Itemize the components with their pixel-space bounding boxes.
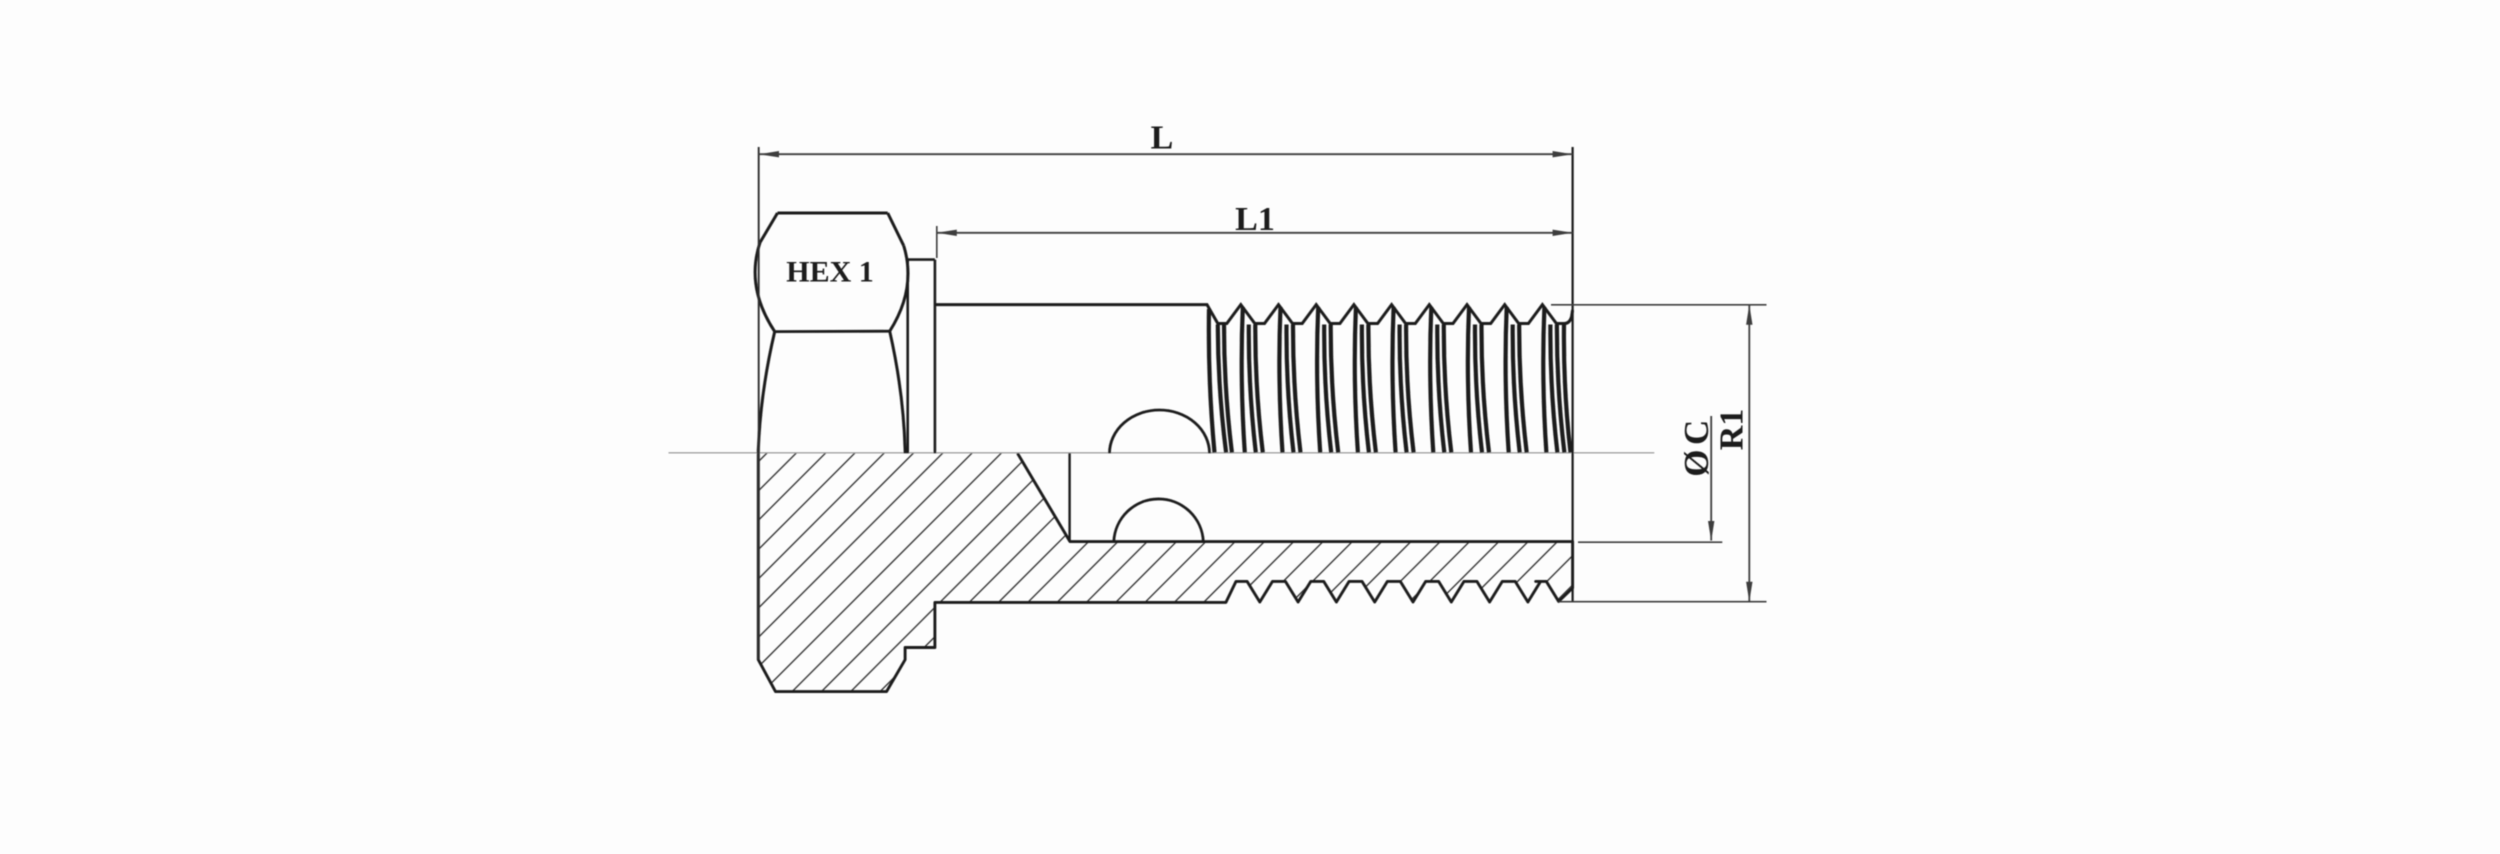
svg-text:ØC: ØC <box>1677 415 1716 477</box>
svg-text:R1: R1 <box>1714 409 1751 451</box>
svg-text:HEX 1: HEX 1 <box>786 256 874 289</box>
svg-text:L1: L1 <box>1235 201 1275 238</box>
svg-text:L: L <box>1151 120 1174 157</box>
